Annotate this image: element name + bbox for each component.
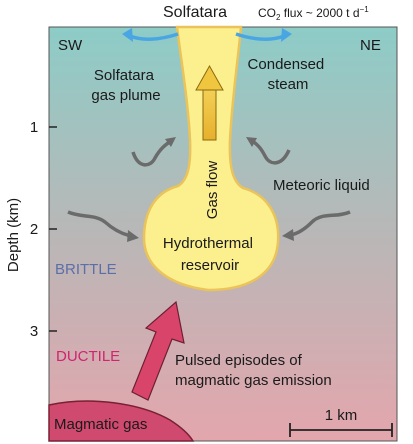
ductile-label: DUCTILE xyxy=(56,348,120,365)
magmatic-gas-label: Magmatic gas xyxy=(54,416,147,433)
meteoric-arrow-left-lower xyxy=(67,210,132,238)
steam-arrows xyxy=(122,28,292,42)
tick-label-3: 3 xyxy=(30,323,38,340)
brittle-label: BRITTLE xyxy=(55,261,117,278)
tick-label-1: 1 xyxy=(30,119,38,136)
flux-label: CO2 flux ~ 2000 t d−1 xyxy=(258,5,369,22)
meteoric-label: Meteoric liquid xyxy=(273,177,370,194)
meteoric-arrow-left-upper xyxy=(131,139,172,167)
direction-sw: SW xyxy=(58,37,83,54)
title: Solfatara xyxy=(163,4,227,21)
depth-axis xyxy=(49,126,57,332)
plume-label: Solfatara gas plume xyxy=(91,67,160,104)
scale-label: 1 km xyxy=(325,407,358,424)
meteoric-arrows xyxy=(67,137,351,242)
depth-axis-label: Depth (km) xyxy=(5,198,22,272)
steam-label: Condensed steam xyxy=(248,56,329,93)
tick-label-2: 2 xyxy=(30,221,38,238)
gas-flow-label: Gas flow xyxy=(204,161,221,220)
meteoric-arrow-right-lower xyxy=(289,210,351,237)
hydrothermal-conduit xyxy=(142,25,280,292)
magmatic-gas-arrow xyxy=(131,300,185,401)
gas-flow-arrow xyxy=(195,64,224,141)
direction-ne: NE xyxy=(360,37,381,54)
magma-body xyxy=(48,400,195,442)
scale-bar xyxy=(289,423,393,437)
meteoric-arrow-right-upper xyxy=(250,138,291,165)
reservoir-label: Hydrothermal reservoir xyxy=(163,235,257,274)
pulsed-label: Pulsed episodes of magmatic gas emission xyxy=(175,352,332,389)
